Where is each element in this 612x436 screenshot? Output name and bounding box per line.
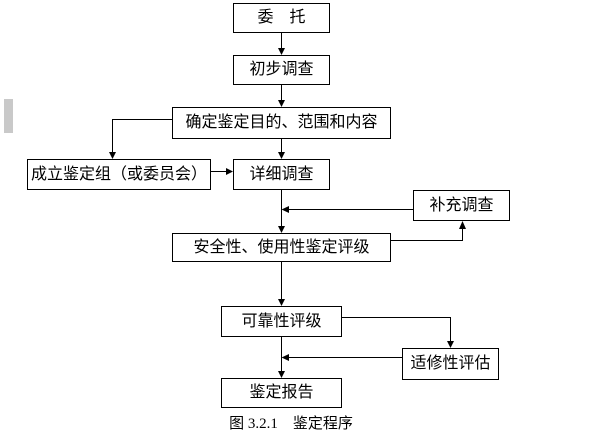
figure-caption: 图 3.2.1 鉴定程序 <box>229 416 353 432</box>
arrowhead-left-into-flow-upper <box>281 206 289 213</box>
arrowhead-down-preliminary <box>278 48 285 55</box>
node-appraisal-report: 鉴定报告 <box>221 378 342 408</box>
arrowhead-right-detailed <box>226 168 233 175</box>
edge-determine-to-form-group <box>112 119 172 152</box>
arrowhead-down-detailed <box>278 152 285 159</box>
arrowhead-down-form-group <box>109 152 116 159</box>
node-detailed-survey: 详细调查 <box>233 159 330 190</box>
node-preliminary-survey: 初步调查 <box>233 55 330 85</box>
arrowhead-left-into-flow-lower <box>281 354 289 361</box>
node-safety-serviceability-rating: 安全性、使用性鉴定评级 <box>172 233 391 262</box>
node-supplementary-survey: 补充调查 <box>413 190 510 221</box>
arrowhead-down-safety <box>278 226 285 233</box>
edge-safety-to-supplementary <box>391 229 463 241</box>
node-repairability-assessment: 适修性评估 <box>402 348 499 380</box>
arrowhead-down-repairability <box>447 341 454 348</box>
node-form-appraisal-group: 成立鉴定组（或委员会） <box>27 159 211 190</box>
arrowhead-down-determine <box>278 100 285 107</box>
arrowhead-down-reliability <box>278 299 285 306</box>
left-margin-marker <box>4 99 13 133</box>
node-entrust: 委 托 <box>233 3 330 33</box>
node-determine-scope: 确定鉴定目的、范围和内容 <box>172 107 391 139</box>
edge-reliability-to-repairability <box>342 317 451 341</box>
node-reliability-rating: 可靠性评级 <box>221 306 342 337</box>
arrowhead-up-supplementary <box>459 221 466 229</box>
arrowhead-down-report <box>278 371 285 378</box>
